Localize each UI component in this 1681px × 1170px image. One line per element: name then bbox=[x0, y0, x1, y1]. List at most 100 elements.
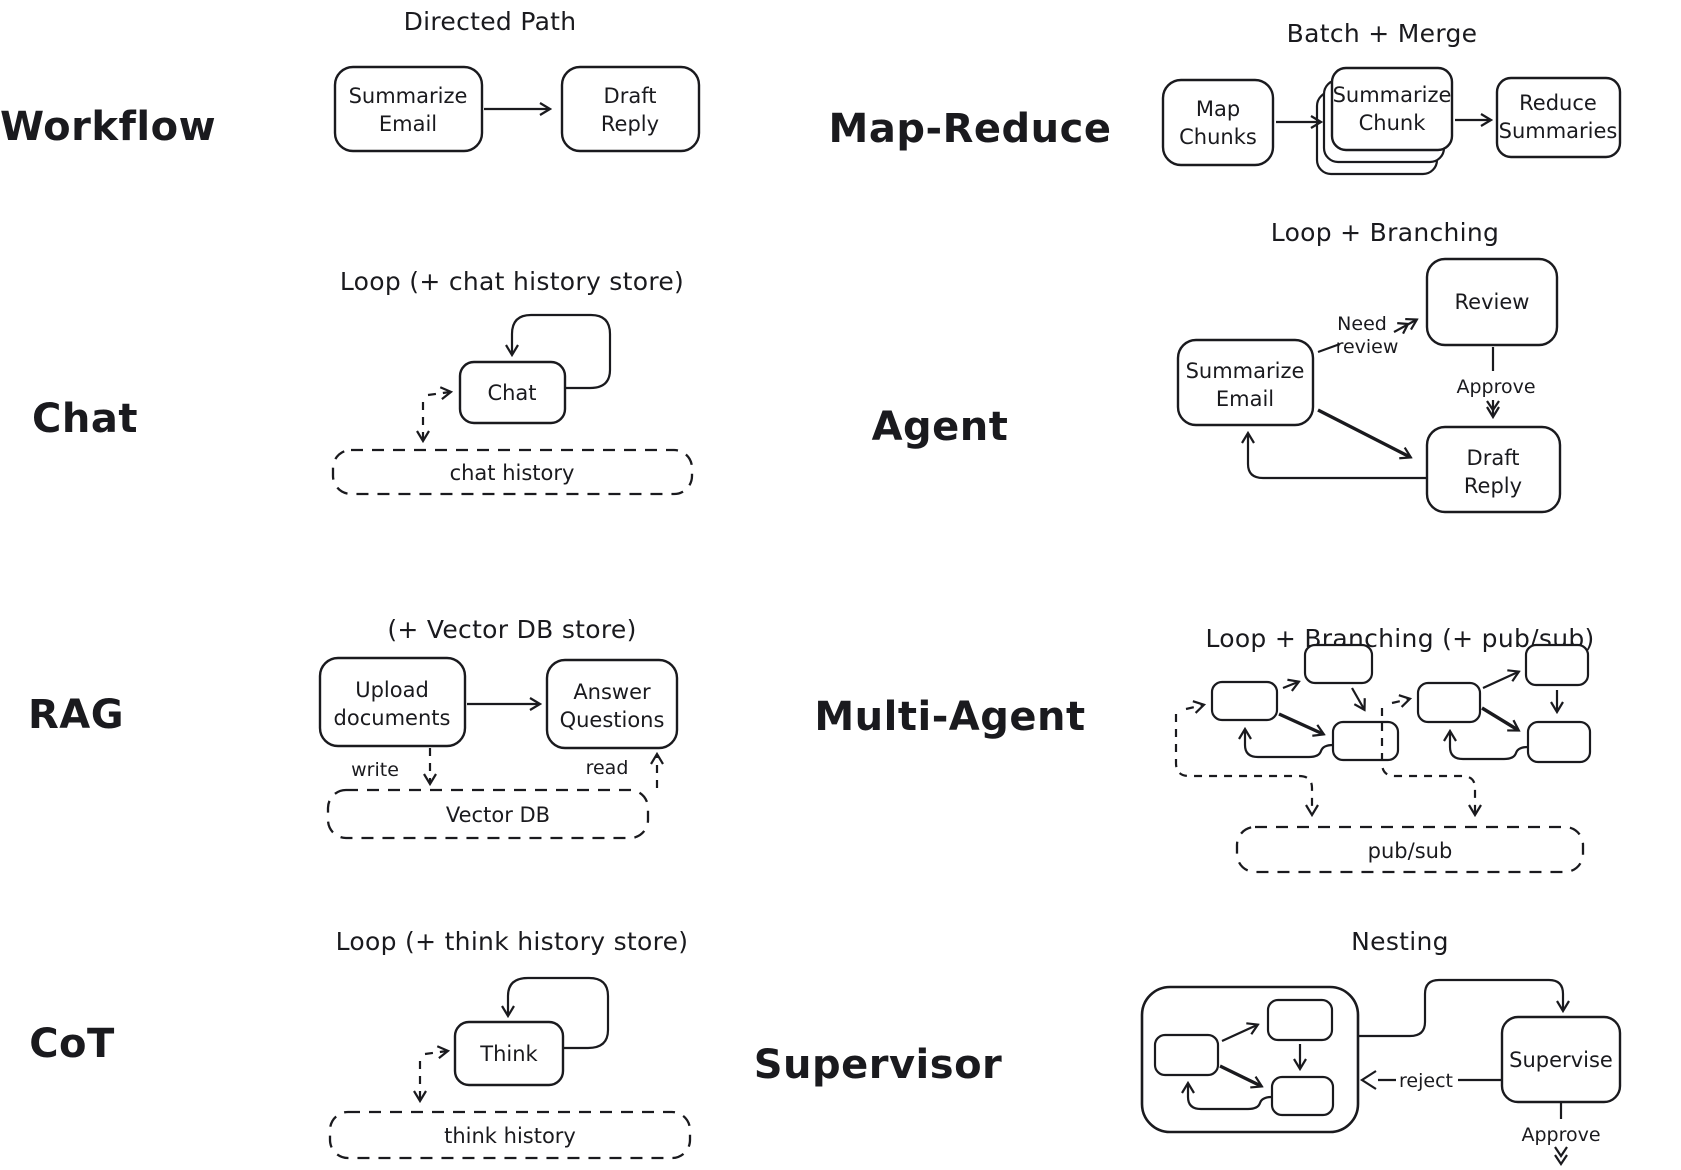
supervisor-edge-reject-arrowhead bbox=[1359, 1070, 1377, 1090]
workflow-node-draft-reply-line1: Draft bbox=[604, 84, 657, 108]
workflow-node-summarize-email bbox=[333, 65, 484, 153]
agent-edge-summarize-to-draft bbox=[1317, 408, 1410, 457]
cot-title: Loop (+ think history store) bbox=[336, 927, 689, 956]
rag-node-answer-line1: Answer bbox=[573, 680, 651, 704]
chat-store-entry-arrow bbox=[427, 392, 450, 395]
map-reduce-node-map-chunks-line2: Chunks bbox=[1179, 125, 1257, 149]
map-reduce-label: Map-Reduce bbox=[829, 106, 1112, 152]
multi-agent-cluster-left bbox=[1174, 643, 1400, 814]
agent-title: Loop + Branching bbox=[1271, 218, 1499, 247]
cot-panel: CoT Loop (+ think history store) Think t… bbox=[29, 927, 692, 1160]
chat-store-box bbox=[331, 448, 694, 496]
cot-store-entry-arrow bbox=[424, 1051, 447, 1054]
map-reduce-panel: Map-Reduce Batch + Merge Map Chunks Summ… bbox=[829, 19, 1622, 176]
multi-agent-node bbox=[1210, 680, 1279, 722]
cot-store-text: think history bbox=[444, 1124, 576, 1148]
chat-store-text: chat history bbox=[450, 461, 575, 485]
multi-agent-pubsub-arrow bbox=[1174, 714, 1312, 814]
agent-edge-need-review-arrow bbox=[1393, 320, 1416, 333]
workflow-node-draft-reply bbox=[560, 65, 701, 153]
multi-agent-edge bbox=[1282, 682, 1298, 688]
chat-panel: Chat Loop (+ chat history store) Chat ch… bbox=[32, 267, 694, 496]
cot-store-box bbox=[328, 1110, 692, 1160]
agent-node-summarize-email bbox=[1176, 338, 1315, 427]
agent-node-summarize-email-line1: Summarize bbox=[1186, 359, 1305, 383]
multi-agent-store-text: pub/sub bbox=[1368, 839, 1453, 863]
map-reduce-node-reduce-summaries-line2: Summaries bbox=[1499, 119, 1618, 143]
rag-node-upload-line1: Upload bbox=[355, 678, 429, 702]
agent-node-draft-reply-line1: Draft bbox=[1467, 446, 1520, 470]
multi-agent-store-box bbox=[1235, 825, 1585, 874]
agent-node-summarize-email-line2: Email bbox=[1216, 387, 1274, 411]
multi-agent-panel: Multi-Agent Loop + Branching (+ pub/sub) bbox=[814, 624, 1594, 874]
workflow-panel: Workflow Directed Path Summarize Email D… bbox=[0, 7, 701, 153]
multi-agent-entry-arrow bbox=[1185, 705, 1203, 709]
cot-node-think bbox=[453, 1020, 565, 1087]
agent-edge-need-review-line2: review bbox=[1336, 336, 1399, 358]
chat-self-loop-arrow bbox=[512, 313, 612, 390]
workflow-node-summarize-email-line2: Email bbox=[379, 112, 437, 136]
multi-agent-label: Multi-Agent bbox=[814, 694, 1085, 740]
cot-node-think-text: Think bbox=[479, 1042, 538, 1066]
workflow-node-draft-reply-line2: Reply bbox=[601, 112, 659, 136]
multi-agent-entry-arrow bbox=[1391, 699, 1409, 703]
agent-edge-need-review-chevron2 bbox=[1397, 322, 1410, 335]
rag-store-text: Vector DB bbox=[446, 803, 550, 827]
multi-agent-node bbox=[1524, 643, 1590, 687]
map-reduce-node-summarize-chunk-line1: Summarize bbox=[1333, 83, 1452, 107]
agent-label: Agent bbox=[872, 404, 1009, 450]
supervisor-panel: Supervisor Nesting Supervise reject Appr… bbox=[754, 927, 1622, 1166]
supervisor-edge-approve-chevron2 bbox=[1554, 1154, 1568, 1166]
rag-label: RAG bbox=[28, 692, 124, 738]
chat-node-chat-text: Chat bbox=[487, 381, 536, 405]
supervisor-label: Supervisor bbox=[754, 1042, 1003, 1088]
map-reduce-title: Batch + Merge bbox=[1287, 19, 1478, 48]
workflow-title: Directed Path bbox=[404, 7, 577, 36]
agent-node-draft-reply bbox=[1425, 425, 1562, 514]
rag-node-upload-line2: documents bbox=[334, 706, 451, 730]
supervisor-inner-edge bbox=[1219, 1064, 1261, 1086]
multi-agent-node bbox=[1526, 720, 1592, 764]
agent-edge-draft-to-summarize bbox=[1248, 434, 1427, 480]
multi-agent-edge bbox=[1278, 712, 1323, 734]
supervisor-inner-edge bbox=[1221, 1025, 1257, 1043]
agent-panel: Agent Loop + Branching Review Summarize … bbox=[872, 218, 1562, 514]
multi-agent-pubsub-arrow bbox=[1380, 708, 1475, 814]
map-reduce-node-reduce-summaries-line1: Reduce bbox=[1519, 91, 1597, 115]
agent-edge-need-review-stub bbox=[1317, 342, 1341, 354]
multi-agent-cluster-right bbox=[1380, 643, 1592, 814]
rag-store-box bbox=[326, 788, 650, 840]
multi-agent-edge-loop bbox=[1450, 732, 1529, 761]
supervisor-edge-approve-text: Approve bbox=[1521, 1124, 1600, 1146]
multi-agent-edge bbox=[1481, 706, 1518, 730]
multi-agent-edge-loop bbox=[1245, 730, 1334, 759]
agent-node-review-text: Review bbox=[1455, 290, 1530, 314]
agent-node-review bbox=[1425, 257, 1559, 347]
workflow-node-summarize-email-line1: Summarize bbox=[349, 84, 468, 108]
supervisor-inner-node bbox=[1270, 1075, 1335, 1117]
chat-node-chat bbox=[458, 360, 567, 425]
rag-panel: RAG (+ Vector DB store) Upload documents… bbox=[28, 615, 679, 840]
supervisor-node-supervise-text: Supervise bbox=[1509, 1048, 1613, 1072]
map-reduce-node-summarize-chunk bbox=[1330, 66, 1454, 152]
supervisor-edge-reject-text: reject bbox=[1399, 1070, 1453, 1092]
multi-agent-edge bbox=[1351, 687, 1364, 709]
agent-edge-approve-chevron2 bbox=[1486, 400, 1500, 412]
rag-edge-write-text: write bbox=[351, 759, 399, 781]
rag-node-upload bbox=[318, 656, 467, 748]
multi-agent-edge bbox=[1482, 672, 1518, 690]
multi-agent-node bbox=[1331, 720, 1400, 762]
agent-edge-approve-text: Approve bbox=[1456, 376, 1535, 398]
chat-label: Chat bbox=[32, 396, 138, 442]
supervisor-edge-approve-chevron1 bbox=[1554, 1146, 1568, 1158]
rag-title: (+ Vector DB store) bbox=[387, 615, 636, 644]
cot-self-loop-arrow bbox=[508, 976, 610, 1050]
map-reduce-node-reduce-summaries bbox=[1495, 76, 1622, 159]
agent-node-draft-reply-line2: Reply bbox=[1464, 474, 1522, 498]
workflow-label: Workflow bbox=[0, 104, 216, 150]
rag-node-answer bbox=[545, 658, 679, 750]
supervisor-title: Nesting bbox=[1351, 927, 1449, 956]
chat-title: Loop (+ chat history store) bbox=[340, 267, 684, 296]
